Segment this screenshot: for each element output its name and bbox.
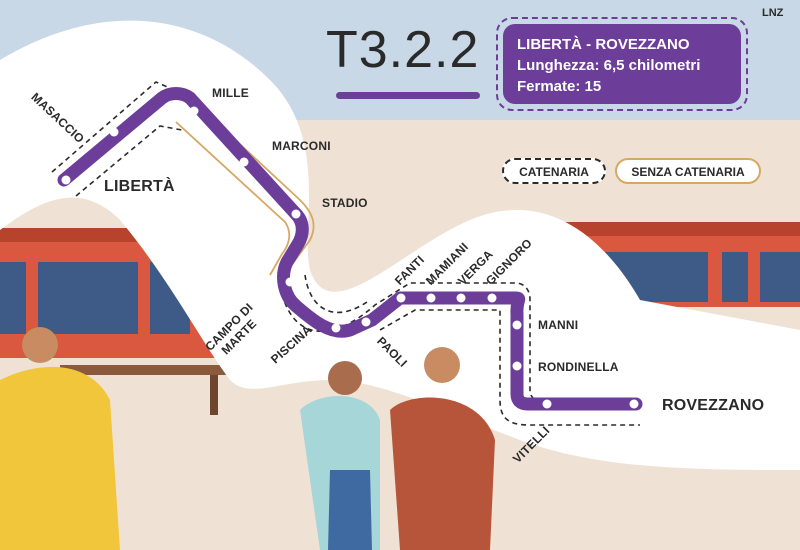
people-illustration xyxy=(0,327,495,550)
station-dot-gignoro xyxy=(487,293,497,303)
legend-no-catenary: SENZA CATENARIA xyxy=(615,158,761,184)
route-background-band xyxy=(0,20,800,470)
station-dot-rondinella xyxy=(512,361,522,371)
station-dot-vitelli xyxy=(542,399,552,409)
route-length: Lunghezza: 6,5 chilometri xyxy=(517,57,701,74)
station-label-rondinella: RONDINELLA xyxy=(538,360,619,374)
station-label-marconi: MARCONI xyxy=(272,139,331,153)
no-catenary-outline-segment-1b xyxy=(175,121,291,276)
station-dot-mille xyxy=(189,106,199,116)
catenary-outline-segment-2c xyxy=(379,309,640,426)
catenary-outline-segment-2b xyxy=(304,274,371,314)
route-stops: Fermate: 15 xyxy=(517,78,602,95)
station-dot-marconi xyxy=(239,157,249,167)
station-dot-liberta xyxy=(61,175,71,185)
station-label-mille: MILLE xyxy=(212,86,249,100)
station-dot-masaccio xyxy=(109,127,119,137)
station-dot-verga xyxy=(456,293,466,303)
station-dot-mamiani xyxy=(426,293,436,303)
station-label-liberta: LIBERTÀ xyxy=(104,178,175,195)
station-dot-manni xyxy=(512,320,522,330)
route-info-box: LIBERTÀ - ROVEZZANO Lunghezza: 6,5 chilo… xyxy=(503,24,741,104)
station-dot-paoli xyxy=(361,317,371,327)
station-dot-fanti xyxy=(396,293,406,303)
station-dot-stadio xyxy=(291,209,301,219)
info-box-outline xyxy=(496,17,748,111)
no-catenary-outline-segment-1 xyxy=(187,95,315,279)
catenary-outline-segment-1b xyxy=(75,125,183,197)
station-dot-campo-di-marte xyxy=(285,277,295,287)
title-underline xyxy=(336,92,480,99)
tram-route-line xyxy=(57,87,643,411)
publisher-logo: LNZ xyxy=(762,7,784,19)
catenary-outline-segment-1 xyxy=(51,81,189,173)
route-name: LIBERTÀ - ROVEZZANO xyxy=(517,36,690,53)
line-title: T3.2.2 xyxy=(326,21,480,79)
station-label-manni: MANNI xyxy=(538,318,579,332)
station-dots xyxy=(61,106,639,409)
station-dot-rovezzano xyxy=(629,399,639,409)
legend-catenary: CATENARIA xyxy=(502,158,606,184)
station-label-stadio: STADIO xyxy=(322,196,368,210)
no-catenary-outlines xyxy=(175,95,315,279)
station-label-rovezzano: ROVEZZANO xyxy=(662,397,765,414)
station-dot-piscina xyxy=(331,323,341,333)
